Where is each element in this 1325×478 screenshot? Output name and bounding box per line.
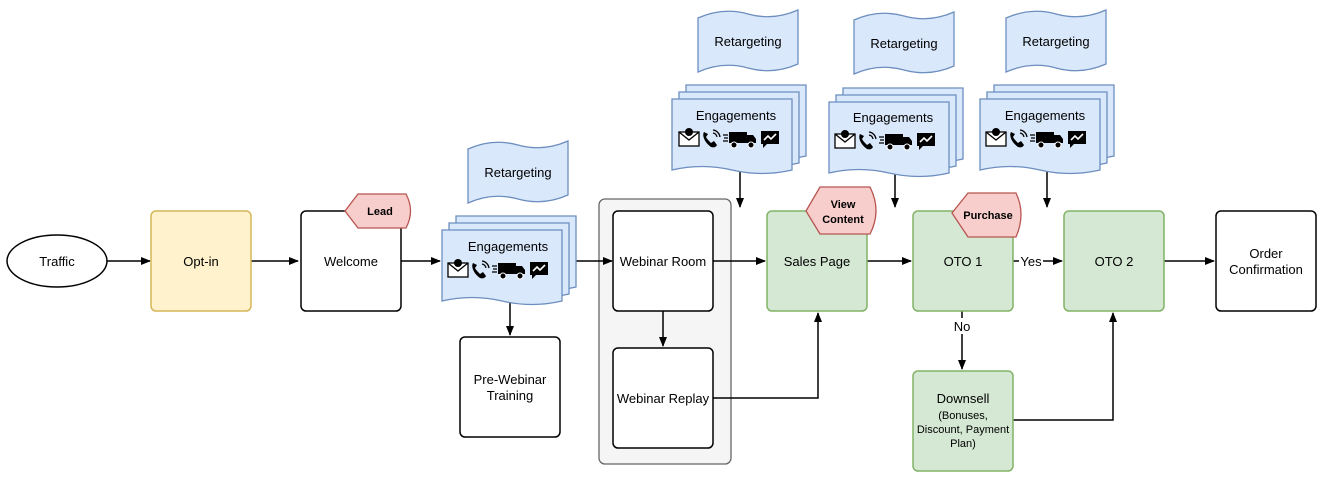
- edge-label-no: No: [954, 319, 971, 334]
- welcome-label: Welcome: [324, 254, 378, 269]
- pre-webinar-line2: Training: [487, 388, 533, 403]
- traffic-label: Traffic: [39, 254, 75, 269]
- tag-view-content-line1: View: [831, 199, 856, 211]
- edge-label-yes: Yes: [1020, 254, 1042, 269]
- edge-replay-sales: [713, 312, 822, 399]
- node-downsell: [912, 370, 1014, 472]
- tag-view-content-line2: Content: [822, 214, 864, 226]
- pre-webinar-line1: Pre-Webinar: [474, 372, 547, 387]
- oto2-label: OTO 2: [1095, 254, 1134, 269]
- downsell-line4: Plan): [950, 438, 976, 450]
- retargeting-1: Retargeting: [467, 140, 569, 204]
- node-traffic: [6, 234, 108, 288]
- tag-lead-label: Lead: [367, 206, 393, 218]
- edge-downsell-oto2: [1012, 312, 1117, 421]
- node-webinar-replay: [612, 347, 714, 449]
- webinar-room-label: Webinar Room: [620, 254, 706, 269]
- webinar-replay-label: Webinar Replay: [617, 391, 710, 406]
- retargeting-3: Retargeting: [853, 11, 955, 75]
- node-webinar-room: [612, 210, 714, 312]
- retargeting-2: Retargeting: [697, 9, 799, 73]
- engagements-stack-4: Engagements: [979, 84, 1115, 175]
- retargeting-2-label: Retargeting: [714, 34, 781, 49]
- engagements-stack-1: Engagements: [441, 215, 577, 306]
- oto1-label: OTO 1: [944, 254, 983, 269]
- retargeting-3-label: Retargeting: [870, 36, 937, 51]
- sales-page-label: Sales Page: [784, 254, 851, 269]
- engagements-4-label: Engagements: [1005, 108, 1086, 123]
- order-line2: Confirmation: [1229, 262, 1303, 277]
- retargeting-4-label: Retargeting: [1022, 34, 1089, 49]
- engagements-3-label: Engagements: [853, 110, 934, 125]
- tag-view-content: View Content: [805, 186, 877, 235]
- engagements-stack-3: Engagements: [828, 87, 964, 178]
- tag-purchase: Purchase: [951, 192, 1022, 238]
- node-oto2: [1063, 210, 1165, 312]
- order-line1: Order: [1249, 246, 1283, 261]
- engagements-2-label: Engagements: [696, 108, 777, 123]
- optin-label: Opt-in: [183, 254, 218, 269]
- node-order-confirmation: [1215, 210, 1317, 312]
- engagements-1-label: Engagements: [468, 239, 549, 254]
- node-pre-webinar: [459, 336, 561, 438]
- retargeting-1-label: Retargeting: [484, 165, 551, 180]
- tag-lead: Lead: [344, 193, 412, 229]
- engagements-stack-2: Engagements: [671, 84, 807, 175]
- retargeting-4: Retargeting: [1005, 9, 1107, 73]
- downsell-line1: Downsell: [937, 391, 990, 406]
- downsell-line3: Discount, Payment: [917, 424, 1009, 436]
- downsell-line2: (Bonuses,: [938, 410, 988, 422]
- node-optin: [150, 210, 252, 312]
- tag-purchase-label: Purchase: [963, 210, 1013, 222]
